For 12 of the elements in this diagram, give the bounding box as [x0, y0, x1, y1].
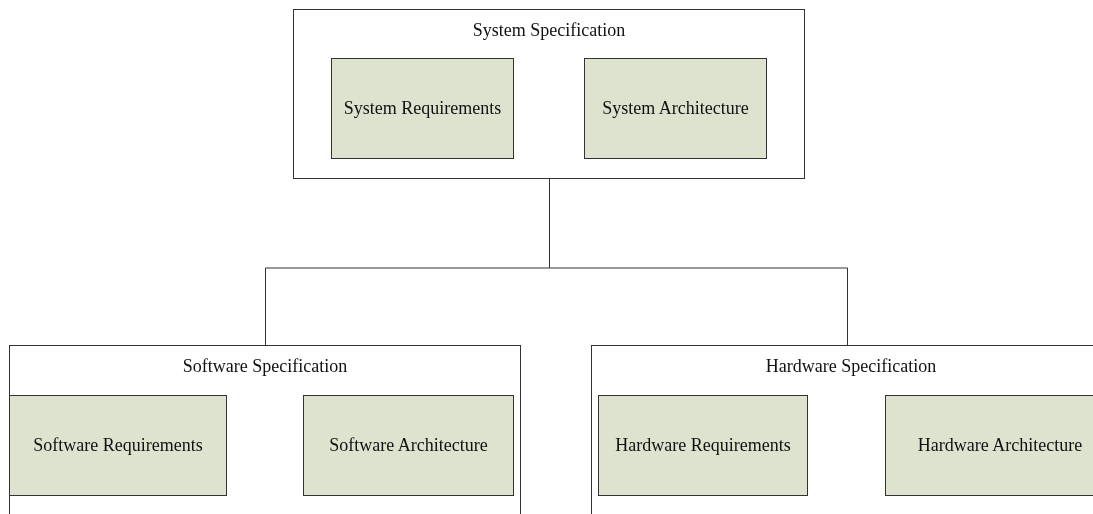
group-box: [591, 345, 1093, 514]
process-box: System Requirements: [331, 58, 514, 159]
group-box: [9, 345, 521, 514]
group-title: Hardware Specification: [765, 356, 937, 378]
process-box: Hardware Requirements: [598, 395, 808, 496]
group-title: System Specification: [472, 20, 626, 42]
process-box: Software Architecture: [303, 395, 514, 496]
group-title: Software Specification: [182, 356, 348, 378]
group-box: [293, 9, 805, 179]
process-box: Hardware Architecture: [885, 395, 1093, 496]
process-box: System Architecture: [584, 58, 767, 159]
process-box: Software Requirements: [9, 395, 227, 496]
